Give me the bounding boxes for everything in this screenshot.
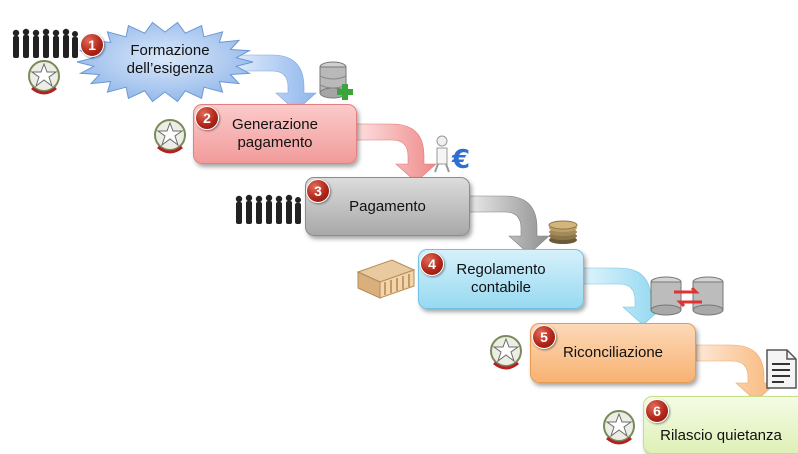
arrow-1-to-2 (235, 54, 317, 112)
step-1-number: 1 (80, 33, 104, 57)
bank-icon (356, 259, 416, 299)
step-5-label: Riconciliazione (562, 344, 664, 361)
step-2-number: 2 (195, 106, 219, 130)
step-3-number: 3 (306, 179, 330, 203)
step-5-number: 5 (532, 325, 556, 349)
step-4-number: 4 (420, 252, 444, 276)
step-5-box: Riconciliazione (530, 323, 696, 383)
step-6-label: Rilascio quietanza (660, 427, 782, 444)
arrow-4-to-5 (582, 267, 664, 326)
arrow-3-to-4 (468, 195, 550, 255)
people-icon (235, 194, 301, 224)
step-3-label: Pagamento (349, 197, 426, 215)
emblem-icon (603, 410, 635, 445)
step-1-starburst (76, 21, 254, 103)
emblem-icon (28, 60, 60, 95)
database-sync-icon (650, 276, 724, 316)
step-6-number: 6 (645, 399, 669, 423)
euro-person-icon: € (434, 135, 470, 174)
people-icon (12, 28, 78, 58)
step-3-box: Pagamento (305, 177, 470, 236)
step-1-line-2: dell’esigenza (126, 60, 214, 77)
arrow-5-to-6 (695, 344, 777, 402)
step-4-line-2: contabile (470, 279, 532, 296)
step-2-line-2: pagamento (237, 134, 313, 151)
step-1-line-1: Formazione (130, 42, 210, 59)
step-2-line-1: Generazione (232, 116, 318, 133)
document-icon (766, 349, 797, 389)
emblem-icon (490, 335, 522, 370)
emblem-icon (154, 119, 186, 154)
svg-text:€: € (451, 145, 470, 174)
step-4-line-1: Regolamento (456, 261, 546, 278)
arrow-2-to-3 (355, 123, 437, 183)
database-add-icon (319, 61, 353, 100)
step-6-box: Rilascio quietanza (643, 396, 798, 454)
coins-icon (548, 220, 578, 244)
